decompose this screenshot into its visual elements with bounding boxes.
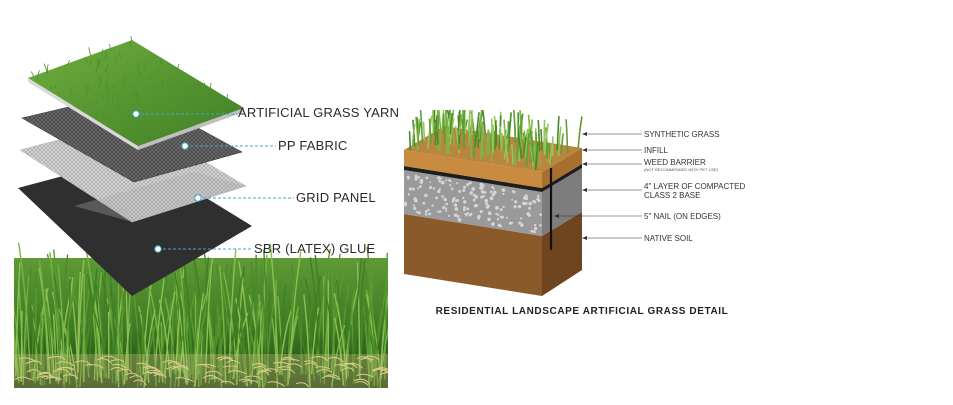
turf-close-up bbox=[14, 242, 388, 388]
label-infill: INFILL bbox=[644, 146, 669, 155]
grass-yarn-layer bbox=[28, 36, 244, 150]
label-grid-panel: GRID PANEL bbox=[296, 190, 376, 205]
infill-block bbox=[404, 150, 542, 188]
label-sbr-latex-glue: SBR (LATEX) GLUE bbox=[254, 241, 376, 256]
cross-section-illustration bbox=[403, 110, 642, 296]
layers-illustration bbox=[14, 36, 388, 388]
label-compacted-base: 4" LAYER OF COMPACTED CLASS 2 BASE bbox=[644, 182, 745, 200]
label-artificial-grass-yarn: ARTIFICIAL GRASS YARN bbox=[238, 105, 400, 120]
cross-section-figure: SYNTHETIC GRASS INFILL WEED BARRIER (NOT… bbox=[392, 110, 768, 320]
label-synthetic-grass: SYNTHETIC GRASS bbox=[644, 130, 720, 139]
marker-grass-yarn bbox=[132, 110, 140, 118]
weed-barrier-text: WEED BARRIER bbox=[644, 158, 706, 167]
marker-pp-fabric bbox=[181, 142, 189, 150]
diagram-caption: RESIDENTIAL LANDSCAPE ARTIFICIAL GRASS D… bbox=[435, 306, 729, 317]
weed-barrier-note: (NOT RECOMMENDED WITH PET USE) bbox=[644, 167, 718, 172]
label-nail: 5" NAIL (ON EDGES) bbox=[644, 212, 721, 221]
marker-grid-panel bbox=[194, 194, 202, 202]
base-line-2: CLASS 2 BASE bbox=[644, 191, 701, 200]
label-weed-barrier: WEED BARRIER (NOT RECOMMENDED WITH PET U… bbox=[644, 158, 718, 172]
layers-figure: ARTIFICIAL GRASS YARN PP FABRIC GRID PAN… bbox=[14, 36, 399, 388]
label-pp-fabric: PP FABRIC bbox=[278, 138, 348, 153]
synthetic-grass-tufts bbox=[408, 110, 583, 171]
native-soil-block bbox=[404, 214, 542, 296]
label-native-soil: NATIVE SOIL bbox=[644, 234, 693, 243]
marker-sbr-glue bbox=[154, 245, 162, 253]
base-line-1: 4" LAYER OF COMPACTED bbox=[644, 182, 746, 191]
